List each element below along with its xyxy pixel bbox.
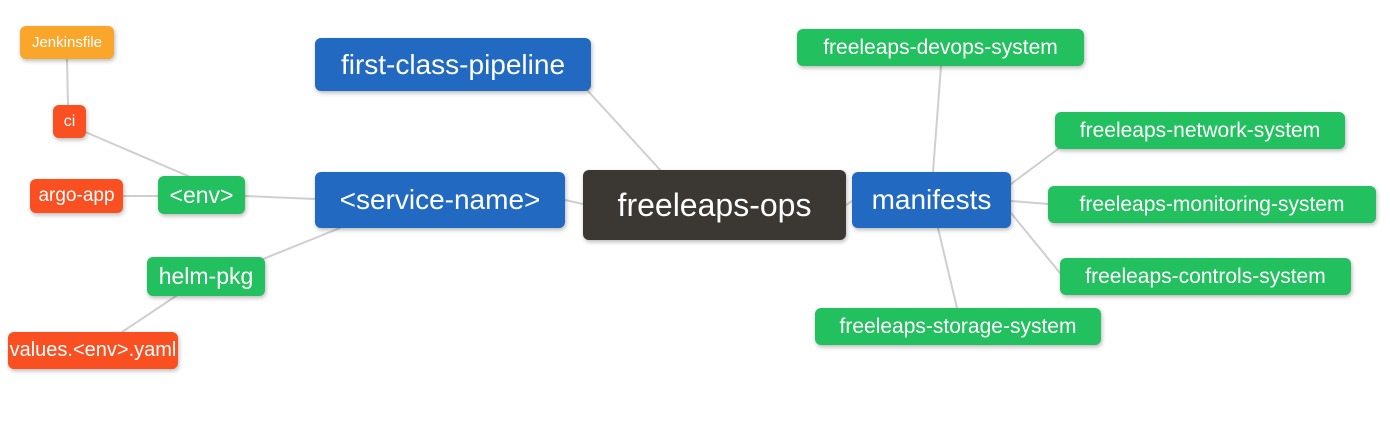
edge-ci-to-env — [82, 130, 196, 180]
node-freeleaps-ops[interactable]: freeleaps-ops — [583, 170, 846, 240]
edge-devops-system-to-manifests — [932, 65, 942, 173]
edge-values-env-yaml-to-helm-pkg — [121, 295, 177, 333]
edge-jenkinsfile-to-ci — [66, 58, 69, 106]
node-storage-system[interactable]: freeleaps-storage-system — [815, 308, 1101, 345]
node-helm-pkg[interactable]: helm-pkg — [147, 257, 265, 296]
node-first-class-pipeline[interactable]: first-class-pipeline — [315, 38, 591, 91]
edge-env-to-service-name — [244, 195, 316, 200]
edge-manifests-to-monitoring-system — [1010, 200, 1049, 205]
edge-service-name-to-freeleaps-ops — [564, 199, 584, 205]
node-service-name[interactable]: <service-name> — [315, 172, 565, 228]
node-devops-system[interactable]: freeleaps-devops-system — [797, 29, 1084, 66]
node-monitoring-system[interactable]: freeleaps-monitoring-system — [1048, 186, 1376, 223]
edge-first-class-pipeline-to-freeleaps-ops — [587, 90, 663, 173]
node-ci[interactable]: ci — [53, 105, 86, 138]
edge-manifests-to-storage-system — [937, 227, 958, 309]
edge-helm-pkg-to-service-name — [262, 227, 341, 260]
edge-manifests-to-network-system — [1010, 148, 1059, 185]
edge-manifests-to-controls-system — [1010, 212, 1061, 274]
node-values-env-yaml[interactable]: values.<env>.yaml — [8, 332, 178, 369]
edge-freeleaps-ops-to-manifests — [845, 200, 853, 206]
node-env[interactable]: <env> — [158, 176, 245, 214]
node-manifests[interactable]: manifests — [852, 172, 1011, 228]
node-argo-app[interactable]: argo-app — [30, 179, 123, 213]
node-network-system[interactable]: freeleaps-network-system — [1055, 112, 1345, 149]
node-controls-system[interactable]: freeleaps-controls-system — [1060, 258, 1351, 295]
node-jenkinsfile[interactable]: Jenkinsfile — [20, 26, 114, 59]
